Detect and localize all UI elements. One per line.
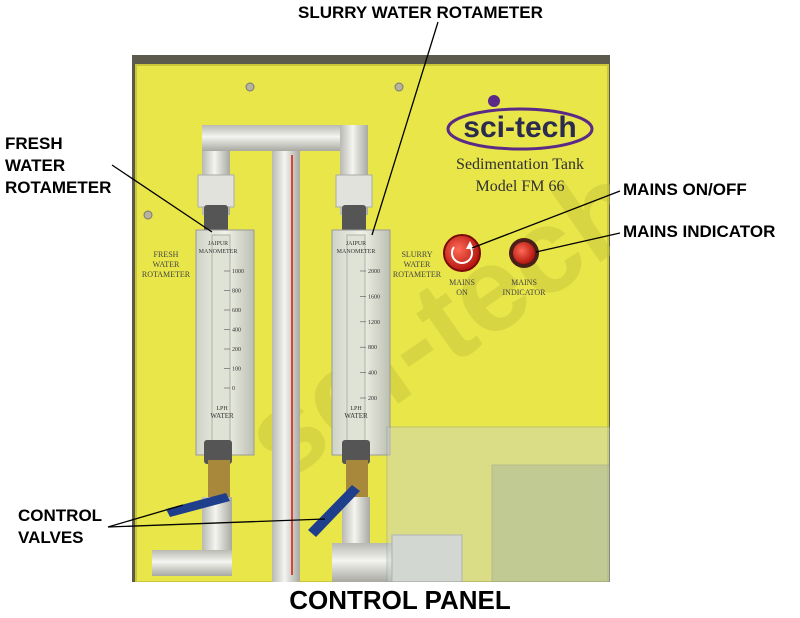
mains-on-off-button[interactable] xyxy=(443,234,481,272)
mains-indicator-label-line-2: INDICATOR xyxy=(503,288,547,297)
brand-name: sci-tech xyxy=(463,111,576,144)
slurry-scale-label: 200 xyxy=(368,396,377,402)
slurry-meter-header-1: JAIPUR xyxy=(346,241,366,247)
slurry-water-panel-label: SLURRY WATER ROTAMETER xyxy=(393,250,442,279)
fresh-label-line-2: WATER xyxy=(153,260,180,269)
fresh-scale-label: 600 xyxy=(232,308,241,314)
product-name: Sedimentation Tank xyxy=(456,156,584,173)
mains-indicator-label-line-1: MAINS xyxy=(511,278,537,287)
fresh-valve-body xyxy=(208,460,230,500)
rotate-arrow-icon xyxy=(451,246,473,264)
callout-slurry-water-rotameter: SLURRY WATER ROTAMETER xyxy=(298,3,543,22)
fresh-scale-label: 100 xyxy=(232,367,241,373)
slurry-meter-scale: 2000 1600 1200 800 400 200 xyxy=(360,269,380,402)
fresh-scale-label: 0 xyxy=(232,386,235,392)
fresh-scale-label: 400 xyxy=(232,328,241,334)
fresh-label-line-1: FRESH xyxy=(154,250,179,259)
model-number: Model FM 66 xyxy=(476,178,565,195)
fresh-meter-header-2: MANOMETER xyxy=(199,249,238,255)
slurry-meter-header-2: MANOMETER xyxy=(337,249,376,255)
slurry-meter-unit: LPH xyxy=(350,406,362,412)
slurry-scale-label: 400 xyxy=(368,371,377,377)
slurry-scale-label: 1600 xyxy=(368,294,380,300)
mains-indicator-lamp xyxy=(509,238,539,268)
callout-mains-on-off: MAINS ON/OFF xyxy=(623,180,747,199)
sedimentation-tank-glass xyxy=(386,426,610,582)
pipe-top-horizontal xyxy=(202,125,367,151)
slurry-label-line-1: SLURRY xyxy=(401,250,432,259)
panel-illustration: sci-tech sci-tech Sedimentation Tank Mod… xyxy=(132,55,610,582)
fresh-meter-header-1: JAIPUR xyxy=(208,241,228,247)
slurry-water-rotameter: JAIPUR MANOMETER 2000 1600 1200 800 400 200 L… xyxy=(331,205,391,464)
fresh-meter-unit: LPH xyxy=(216,406,228,412)
slurry-scale-label: 2000 xyxy=(368,269,380,275)
slurry-label-line-3: ROTAMETER xyxy=(393,270,442,279)
mains-on-label-line-1: MAINS xyxy=(449,278,475,287)
slurry-meter-fluid: WATER xyxy=(344,412,368,420)
slurry-scale-label: 1200 xyxy=(368,320,380,326)
callout-mains-indicator: MAINS INDICATOR xyxy=(623,222,776,241)
pipe-center-vertical xyxy=(272,151,300,582)
mains-on-label-line-2: ON xyxy=(456,288,468,297)
control-panel-photo: sci-tech sci-tech Sedimentation Tank Mod… xyxy=(132,55,610,582)
fresh-scale-label: 800 xyxy=(232,289,241,295)
figure-caption: CONTROL PANEL xyxy=(289,585,511,615)
brand-logo: sci-tech xyxy=(446,95,594,151)
slurry-label-line-2: WATER xyxy=(404,260,431,269)
callout-control-valves: CONTROL VALVES xyxy=(18,506,103,547)
fresh-scale-label: 200 xyxy=(232,347,241,353)
fresh-scale-label: 1000 xyxy=(232,269,244,275)
slurry-scale-label: 800 xyxy=(368,345,377,351)
fresh-label-line-3: ROTAMETER xyxy=(142,270,191,279)
callout-fresh-water-rotameter: FRESH WATER ROTAMETER xyxy=(5,134,112,197)
fresh-meter-fluid: WATER xyxy=(210,412,234,420)
fresh-water-panel-label: FRESH WATER ROTAMETER xyxy=(142,250,191,279)
